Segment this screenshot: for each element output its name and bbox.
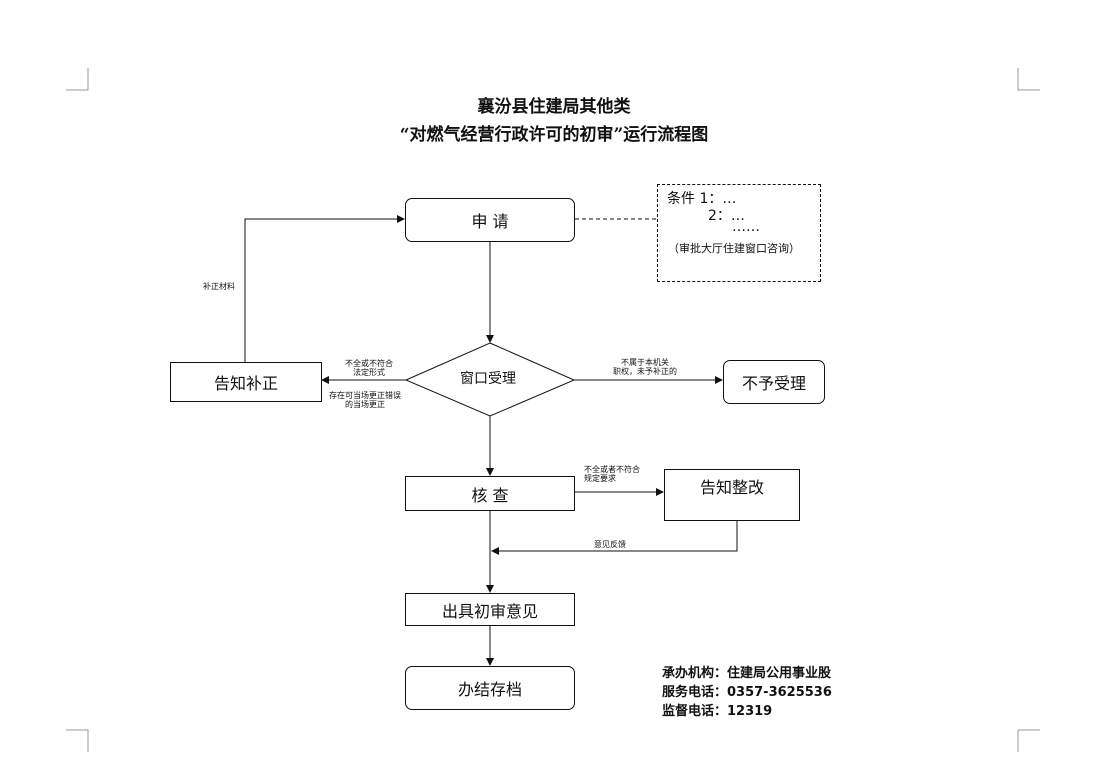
condition-line-1: 条件 1：…: [667, 191, 737, 207]
label-incomplete-l1: 不全或不符合: [345, 359, 393, 368]
node-notify-rectify: 告知整改: [664, 469, 800, 521]
node-window-label: 窗口受理: [460, 371, 516, 387]
node-apply: 申 请: [405, 198, 575, 242]
node-reject: 不予受理: [723, 360, 825, 404]
label-not-in-scope-l1: 不属于本机关: [621, 358, 669, 367]
footer-service-phone: 服务电话：0357-3625536: [662, 685, 832, 700]
condition-line-3: ……: [732, 219, 760, 235]
node-notify-fix: 告知补正: [170, 362, 322, 402]
diagram-title-line1: 襄汾县住建局其他类: [477, 97, 631, 117]
condition-note: （审批大厅住建窗口咨询）: [668, 242, 800, 255]
conditions-box: 条件 1：… 2：… …… （审批大厅住建窗口咨询）: [657, 184, 821, 282]
edge-supplement-loop: [244, 215, 405, 362]
label-check-fail: 不全或者不符合 规定要求: [584, 465, 640, 483]
label-correct-l1: 存在可当场更正错误: [329, 391, 401, 400]
footer-org: 承办机构：住建局公用事业股: [662, 666, 832, 681]
node-check: 核 查: [405, 476, 575, 511]
label-not-in-scope: 不属于本机关 职权，未予补正的: [600, 358, 690, 376]
footer-supervise-phone: 监督电话：12319: [662, 704, 773, 719]
condition-line-2: 2：…: [708, 208, 745, 224]
label-supplement: 补正材料: [203, 282, 235, 291]
label-not-in-scope-l2: 职权，未予补正的: [613, 367, 677, 376]
diagram-title-line2: “对燃气经营行政许可的初审”运行流程图: [399, 125, 709, 145]
crop-marks: [66, 68, 1040, 752]
label-incomplete: 不全或不符合 法定形式: [334, 359, 404, 377]
node-opinion: 出具初审意见: [405, 593, 575, 626]
edge-feedback: [491, 521, 738, 555]
label-incomplete-l2: 法定形式: [353, 368, 385, 377]
node-archive: 办结存档: [405, 666, 575, 710]
label-correct-l2: 的当场更正: [345, 400, 385, 409]
label-feedback: 意见反馈: [594, 540, 626, 549]
label-correct: 存在可当场更正错误 的当场更正: [320, 391, 410, 409]
label-check-fail-l1: 不全或者不符合: [584, 465, 640, 474]
label-check-fail-l2: 规定要求: [584, 474, 616, 483]
